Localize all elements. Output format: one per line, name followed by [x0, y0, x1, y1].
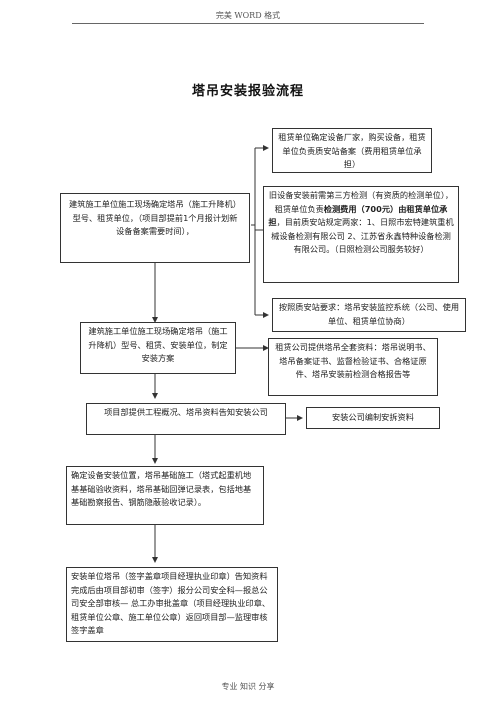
- box-lessor-text: 租赁单位确定设备厂家，购买设备，租赁单位负责质安站备案（费用租赁单位承担）: [278, 132, 426, 170]
- header-rule: [72, 23, 424, 24]
- box-project-overview: 项目部提供工程概况、塔吊资料告知安装公司: [86, 403, 286, 435]
- box-monitoring-system: 按照质安站要求：塔吊安装监控系统（公司、使用单位、租赁单位协商）: [272, 298, 466, 332]
- box-installation-plan: 建筑施工单位施工现场确定塔吊（施工升降机）型号、租赁、安装单位，制定安装方案: [80, 322, 236, 374]
- box-project-overview-text: 项目部提供工程概况、塔吊资料告知安装公司: [104, 407, 268, 417]
- box-third-party-inspection: 旧设备安装前需第三方检测（有资质的检测单位），租赁单位负责检测费用（700元）由…: [263, 186, 459, 283]
- box-foundation: 确定设备安装位置，塔吊基础施工（塔式起重机地基基础验收资料，塔吊基础回弹记录表，…: [66, 466, 264, 525]
- third-party-text-a: 旧设备安装前需第三方检测（有资质的检测单位），租赁单位负责: [268, 190, 454, 214]
- box-install-documents-text: 安装公司编制安拆资料: [332, 412, 414, 422]
- box-construction-confirm-text: 建筑施工单位施工现场确定塔吊（施工升降机）型号、租赁单位，（项目部提前1个月报计…: [69, 199, 241, 237]
- page-header: 完美 WORD 格式: [215, 11, 281, 20]
- box-lessor-documents: 租赁公司提供塔吊全套资料：塔吊说明书、塔吊备案证书、监督检验证书、合格证原件、塔…: [268, 338, 438, 396]
- box-third-party-text: 旧设备安装前需第三方检测（有资质的检测单位），租赁单位负责检测费用（700元）由…: [268, 189, 454, 257]
- box-approval-process: 安装单位塔吊（签字盖章项目经理执业印章）告知资料完成后由项目部初审（签字）报分公…: [66, 567, 278, 642]
- box-install-documents: 安装公司编制安拆资料: [306, 407, 440, 429]
- box-construction-confirm: 建筑施工单位施工现场确定塔吊（施工升降机）型号、租赁单位，（项目部提前1个月报计…: [60, 193, 250, 263]
- page-footer: 专业 知识 分享: [221, 682, 275, 691]
- third-party-text-strong: 检测费用（700元）由租赁单位承担: [268, 203, 448, 228]
- box-installation-plan-text: 建筑施工单位施工现场确定塔吊（施工升降机）型号、租赁、安装单位，制定安装方案: [88, 326, 228, 364]
- box-lessor-documents-text: 租赁公司提供塔吊全套资料：塔吊说明书、塔吊备案证书、监督检验证书、合格证原件、塔…: [275, 342, 431, 380]
- box-monitoring-text: 按照质安站要求：塔吊安装监控系统（公司、使用单位、租赁单位协商）: [278, 302, 460, 326]
- box-foundation-text: 确定设备安装位置，塔吊基础施工（塔式起重机地基基础验收资料，塔吊基础回弹记录表，…: [71, 470, 252, 508]
- third-party-text-b: ，目前质安站规定两家：1、日照市宏特建筑重机械设备检测有限公司 2、江苏省永鑫特…: [271, 217, 454, 255]
- box-lessor-equipment: 租赁单位确定设备厂家，购买设备，租赁单位负责质安站备案（费用租赁单位承担）: [272, 128, 432, 173]
- page-title: 塔吊安装报验流程: [191, 84, 304, 99]
- box-approval-text: 安装单位塔吊（签字盖章项目经理执业印章）告知资料完成后由项目部初审（签字）报分公…: [71, 571, 271, 636]
